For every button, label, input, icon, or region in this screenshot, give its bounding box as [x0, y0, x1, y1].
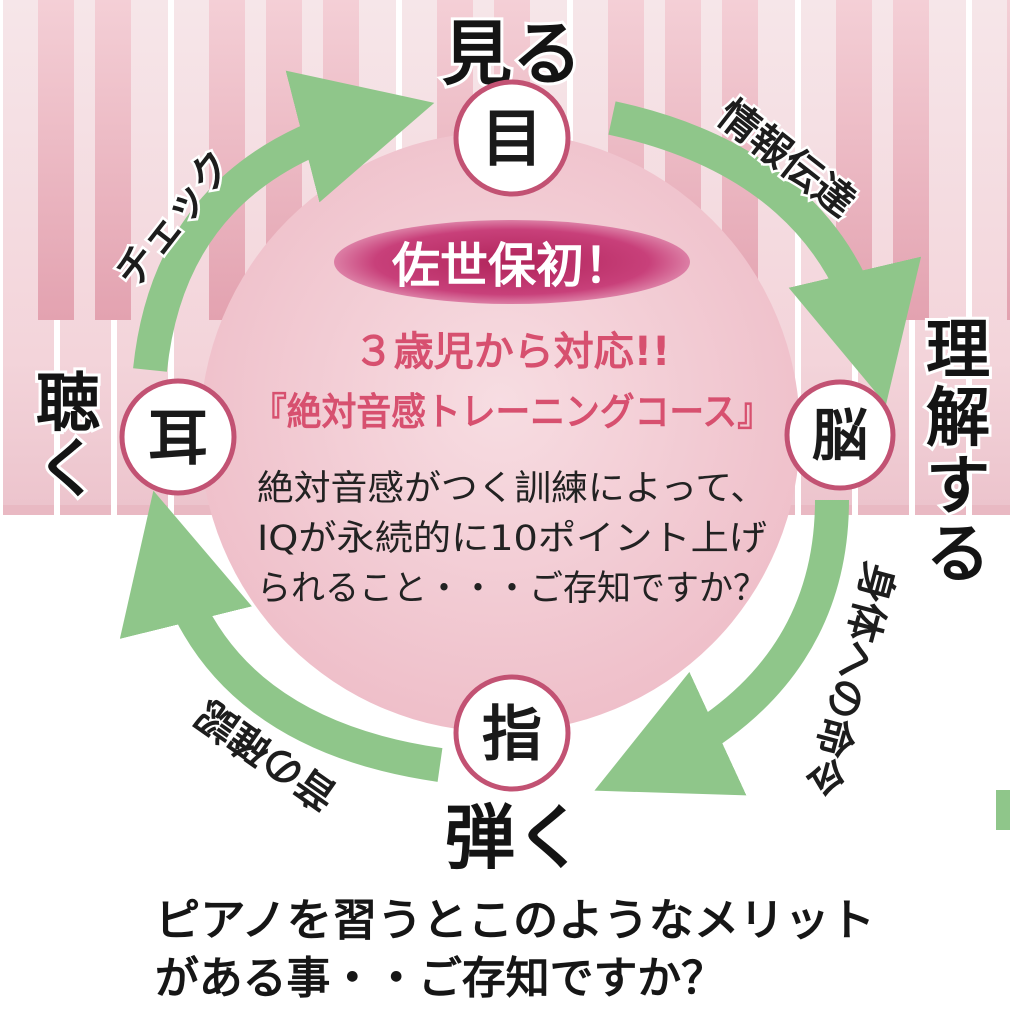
description-line-3: られること・・・ご存知ですか？ — [257, 569, 767, 609]
vertical-label-char: る — [926, 518, 990, 592]
arrow-brain-to-finger — [594, 499, 849, 796]
node-ear-circle — [119, 378, 237, 496]
black-key — [1007, 0, 1010, 320]
black-key — [38, 0, 74, 320]
black-key — [209, 0, 245, 320]
edge-fragment — [996, 790, 1010, 830]
center-content: 佐世保初！ ３歳児から対応!! 『絶対音感トレーニングコース』 絶対音感がつく訓… — [252, 220, 772, 609]
caption-line-1: ピアノを習うとこのようなメリット — [155, 895, 875, 946]
vertical-label-char: く — [36, 433, 100, 507]
badge-pill — [334, 220, 690, 304]
vertical-label-char: す — [926, 450, 990, 524]
arrow-ear-to-eye — [133, 70, 435, 372]
node-ear: 耳 — [119, 378, 237, 496]
arrow-eye-to-brain — [608, 101, 922, 405]
outer-label-listen: 聴く — [33, 364, 103, 510]
arrow-finger-to-ear — [119, 490, 443, 782]
course-title: 『絶対音感トレーニングコース』 — [252, 390, 772, 434]
node-eye: 目 — [453, 79, 571, 197]
outer-label-play: 弾く — [445, 797, 585, 879]
black-key — [95, 0, 131, 320]
node-brain-circle — [784, 379, 896, 491]
caption-line-2: がある事・・ご存知ですか？ — [155, 953, 725, 1004]
vertical-label-char: 理 — [926, 314, 990, 388]
description-line-1: 絶対音感がつく訓練によって、 — [257, 469, 767, 509]
cycle-arrows — [119, 70, 922, 796]
vertical-label-char: 解 — [926, 382, 990, 456]
node-eye-label: 目 — [481, 102, 543, 175]
node-finger: 指 — [453, 674, 571, 792]
node-finger-circle — [453, 674, 571, 792]
badge-text: 佐世保初！ — [391, 238, 632, 294]
description-line-2: IQが永続的に10ポイント上げ — [257, 519, 767, 559]
black-key — [893, 0, 929, 320]
bottom-caption: ピアノを習うとこのようなメリット がある事・・ご存知ですか？ — [155, 895, 875, 1004]
node-eye-circle — [453, 79, 571, 197]
age-text: ３歳児から対応!! — [354, 329, 670, 375]
node-brain-label: 脳 — [812, 404, 868, 469]
node-finger-label: 指 — [482, 700, 542, 770]
node-ear-label: 耳 — [148, 404, 208, 474]
node-brain: 脳 — [784, 379, 896, 491]
vertical-label-char: 聴 — [36, 367, 100, 441]
